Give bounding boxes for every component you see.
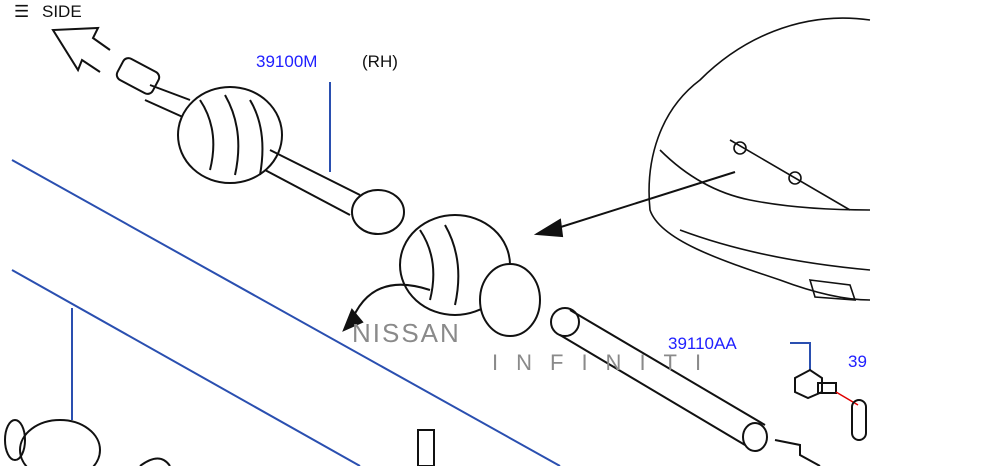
pointer-arrows: [342, 171, 821, 466]
bolt-icon: [794, 368, 867, 441]
side-header: ☰ SIDE: [14, 2, 82, 22]
part-number-partial[interactable]: 39: [848, 352, 867, 371]
part-number-39110AA[interactable]: 39110AA: [668, 334, 737, 353]
panel-lines: [11, 82, 811, 466]
three-bar-icon: ☰: [14, 2, 30, 21]
nissan-watermark: NISSAN: [352, 318, 461, 348]
bottom-parts: [4, 419, 435, 466]
drive-shaft: [115, 57, 768, 452]
side-label: SIDE: [41, 2, 82, 21]
side-arrow-icon: [51, 26, 111, 73]
infiniti-watermark: INFINITI: [492, 350, 720, 375]
vehicle-front-icon: [648, 17, 871, 301]
part-qualifier: (RH): [362, 52, 398, 71]
part-number-39100M[interactable]: 39100M: [256, 52, 318, 71]
